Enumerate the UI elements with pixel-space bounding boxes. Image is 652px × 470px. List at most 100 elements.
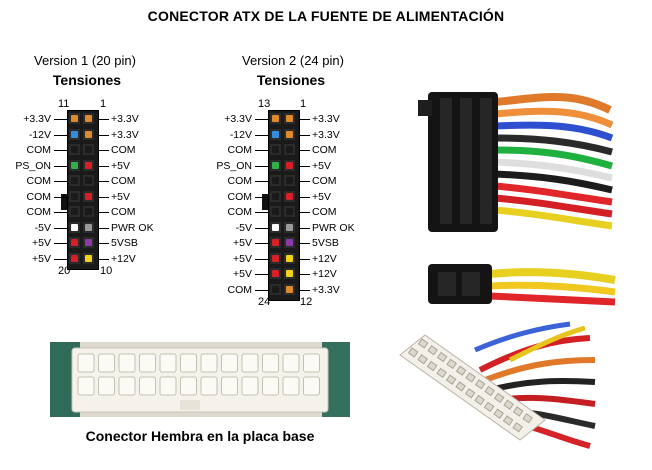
v2-leader-right [299,165,310,167]
v1-pin-r [83,113,94,124]
v2-pin-l [270,113,281,124]
v2-leader-left [255,196,268,198]
v1-label-left: COM [26,206,52,218]
v2-label-right: +3.3V [312,283,340,296]
v2-version-label: Version 2 (24 pin) [242,53,344,68]
v2-pin-l [270,190,281,202]
socket-hole [262,353,279,373]
socket-hole [159,376,177,396]
v2-leader-right [299,258,310,260]
v2-leader-right [299,274,310,275]
plug-hole [512,422,523,433]
v2-pin-color [272,270,279,277]
v2-pin-r [284,190,295,202]
v1-leader-left [54,119,67,120]
atx-24pin-cable-photo [418,92,614,232]
v2-pin-r [284,268,295,279]
v2-leader-left [255,274,268,275]
socket-hole [118,353,136,373]
connector-4pin-housing [428,264,492,304]
socket-hole [77,376,95,396]
plug-hole [522,413,533,424]
v1-pin-r [83,190,94,202]
v2-label-right: COM [312,175,337,187]
socket-hole [77,353,95,373]
v1-label-right: +3.3V [111,113,139,125]
cable-bundle [494,93,614,230]
v1-pin-r [83,221,94,233]
v1-pin-bottom-right: 10 [100,265,113,277]
v2-pin-l [270,268,281,279]
plug-hole [512,406,524,417]
plug-hole [417,338,429,349]
v1-leader-left [54,196,67,198]
v2-label-left: COM [227,206,253,218]
v2-label-left: +5V [233,268,252,280]
plug-hole [426,360,438,372]
v1-label-right: COM [111,206,136,218]
plug-hole [427,345,438,356]
v2-pin-l [270,144,281,155]
v2-pin-color [286,270,293,277]
v1-leader-left [54,258,67,260]
v1-pin-color [85,177,92,184]
v2-label-left: COM [227,190,253,203]
v2-pin-bottom-left: 24 [258,296,271,308]
v2-pin-color [272,208,279,215]
v2-pin-color [286,223,293,231]
v1-leader-left [54,227,67,229]
white-plug-photo [399,321,596,449]
v1-pin-r [83,237,94,248]
v2-leader-left [255,227,268,229]
plug-hole [407,347,419,358]
v1-version-label: Version 1 (20 pin) [34,53,136,68]
v2-leader-right [299,134,310,136]
plug-hole [493,392,505,404]
v2-pin-color [286,115,293,122]
v1-leader-left [54,243,67,244]
v1-pin-r [83,175,94,186]
plug-hole [436,351,448,363]
socket-holes [77,353,320,396]
v1-pin-color [71,254,78,262]
v2-pin-r [284,237,295,248]
plug-hole [464,388,476,399]
plug-hole [455,365,467,376]
v1-pin-r [83,206,94,217]
v2-label-left: -5V [235,221,252,234]
v1-latch [61,193,67,210]
v1-pin-l [69,206,80,217]
v1-pin-color [71,192,78,200]
v2-latch [262,193,268,210]
v1-label-right: 5VSB [111,237,138,249]
v2-leader-right [299,212,310,213]
v2-pin-color [286,192,293,200]
socket-hole [139,353,156,373]
v1-pin-color [85,146,92,153]
plug-hole [503,399,514,410]
v1-pin-color [71,223,78,231]
v2-leader-right [299,227,310,229]
v2-pin-color [286,239,293,246]
v1-leader-right [98,150,109,151]
v1-pin-r [83,128,94,140]
v1-pin-l [69,190,80,202]
v1-label-right: COM [111,144,136,156]
v2-label-left: -12V [229,128,252,141]
v1-label-left: +5V [32,252,51,265]
v1-label-left: PS_ON [15,159,51,172]
v2-leader-left [255,181,268,182]
v2-leader-right [299,119,310,120]
v2-pin-l [270,252,281,264]
plug-hole [445,374,457,385]
v2-pin-color [286,208,293,215]
v2-subtitle: Tensiones [256,72,326,88]
v2-leader-left [255,165,268,167]
v1-label-right: +12V [111,252,136,265]
v2-label-right: +5V [312,159,331,172]
socket-hole [303,376,320,396]
v1-pin-color [71,146,78,153]
v1-pin-color [85,130,92,138]
v2-pin-l [270,283,281,295]
v2-pin-l [270,206,281,217]
